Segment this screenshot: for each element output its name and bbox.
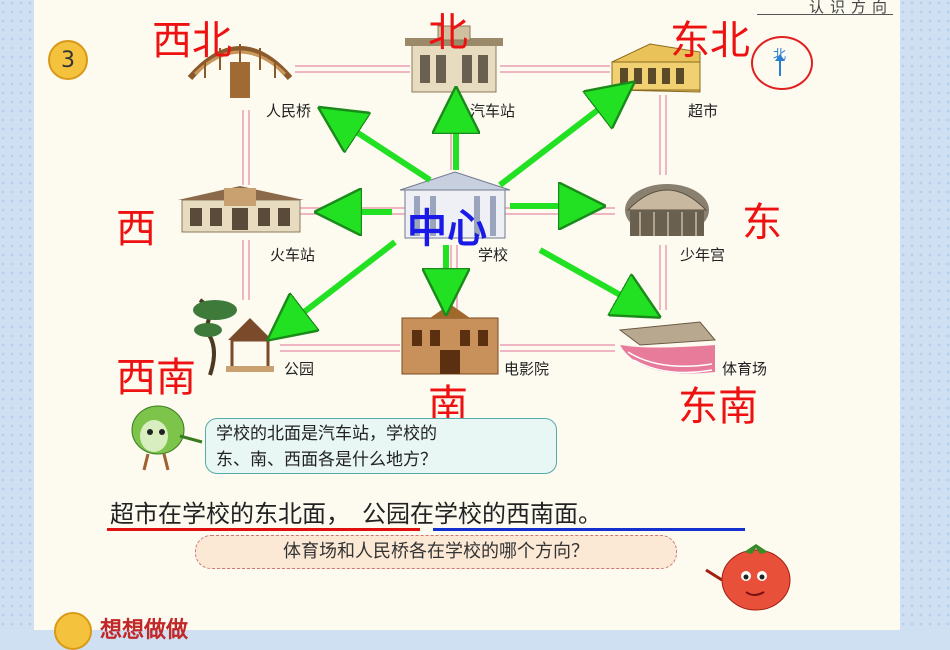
label-bridge: 人民桥 [266,102,312,120]
bridge-icon [187,44,293,98]
arrow-northeast [498,96,616,188]
cabbage-mascot-icon [131,405,203,471]
statement-part-2: 公园在学校的西南面。 [362,500,602,528]
tomato-mascot-icon [705,544,791,611]
label-stadium: 体育场 [722,360,768,378]
direction-southwest: 西南 [116,355,196,401]
statement-part-1: 超市在学校的东北面， [110,500,350,528]
arrow-southeast [538,247,640,306]
label-train-station: 火车站 [270,246,316,264]
school-icon [399,171,511,239]
section-icon [54,612,92,650]
park-pavilion-icon [193,298,274,376]
bubble-line-2: 东、南、西面各是什么地方？ [216,450,437,470]
center-word: 中心 [407,206,487,252]
youth-palace-icon [625,184,709,236]
label-bus-station: 汽车站 [470,102,516,120]
direction-northeast: 东北 [670,18,750,64]
train-station-icon [178,186,304,233]
direction-arrows [286,96,640,326]
problem-number-badge: 3 [48,40,88,80]
statement: 超市在学校的东北面， 公园在学校的西南面。 [110,494,602,529]
blue-underline [433,528,745,531]
label-park: 公园 [284,360,315,378]
speech-bubble: 学校的北面是汽车站，学校的 东、南、西面各是什么地方？ [205,418,557,474]
direction-northwest: 西北 [152,18,232,64]
direction-east: 东 [742,200,782,246]
question-banner: 体育场和人民桥各在学校的哪个方向？ [195,535,677,569]
north-compass-icon: 北 [751,36,813,90]
arrow-southwest [286,239,397,326]
map-diagram [178,25,717,376]
red-underline [107,528,420,531]
stadium-icon [618,321,717,374]
label-supermarket: 超市 [688,102,719,120]
cinema-icon [401,304,499,375]
label-youth-palace: 少年宫 [680,246,726,264]
bubble-line-1: 学校的北面是汽车站，学校的 [216,424,437,444]
direction-west: 西 [116,206,156,252]
direction-southeast: 东南 [678,384,758,430]
label-cinema: 电影院 [504,360,550,378]
label-school: 学校 [478,246,509,264]
direction-north: 北 [428,10,468,56]
chapter-header: 认识方向 [757,0,893,16]
arrow-northwest [338,120,432,183]
bus-station-icon [405,25,503,93]
north-arrow-icon [775,54,785,76]
section-title: 想想做做 [100,618,189,643]
